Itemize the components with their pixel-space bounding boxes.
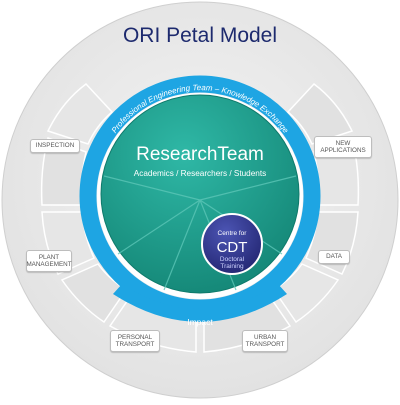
cdt-line1-text: Doctoral <box>220 256 245 263</box>
research-team-core <box>100 94 300 294</box>
impact-label: Impact <box>187 317 213 327</box>
core-divider <box>199 175 297 201</box>
research-team-title: ResearchTeam <box>136 144 264 165</box>
core-divider <box>103 175 201 201</box>
petal-segment <box>46 82 114 145</box>
petal-label-plant-management: PLANT MANAGEMENT <box>26 250 72 272</box>
petal-label-urban-transport: URBAN TRANSPORT <box>242 330 288 352</box>
cdt-line2-text: Training <box>220 263 244 270</box>
knowledge-exchange-ring <box>79 75 321 317</box>
diagram-title: ORI Petal Model <box>123 24 277 47</box>
cdt-top-text: Centre for <box>218 230 248 237</box>
petal-segment <box>286 82 354 145</box>
cdt-main-text: CDT <box>217 239 248 256</box>
cdt-circle <box>201 213 263 275</box>
research-team-subtitle: Academics / Researchers / Students <box>134 169 266 178</box>
core-segment-lines <box>103 175 297 291</box>
petal-label-new-applications: NEW APPLICATIONS <box>314 136 372 158</box>
core-divider <box>117 199 201 255</box>
petal-label-inspection: INSPECTION <box>30 139 80 153</box>
petal-label-personal-transport: PERSONAL TRANSPORT <box>110 330 160 352</box>
impact-band <box>113 284 287 322</box>
petal-label-data: DATA <box>318 250 350 264</box>
core-divider <box>163 199 201 291</box>
